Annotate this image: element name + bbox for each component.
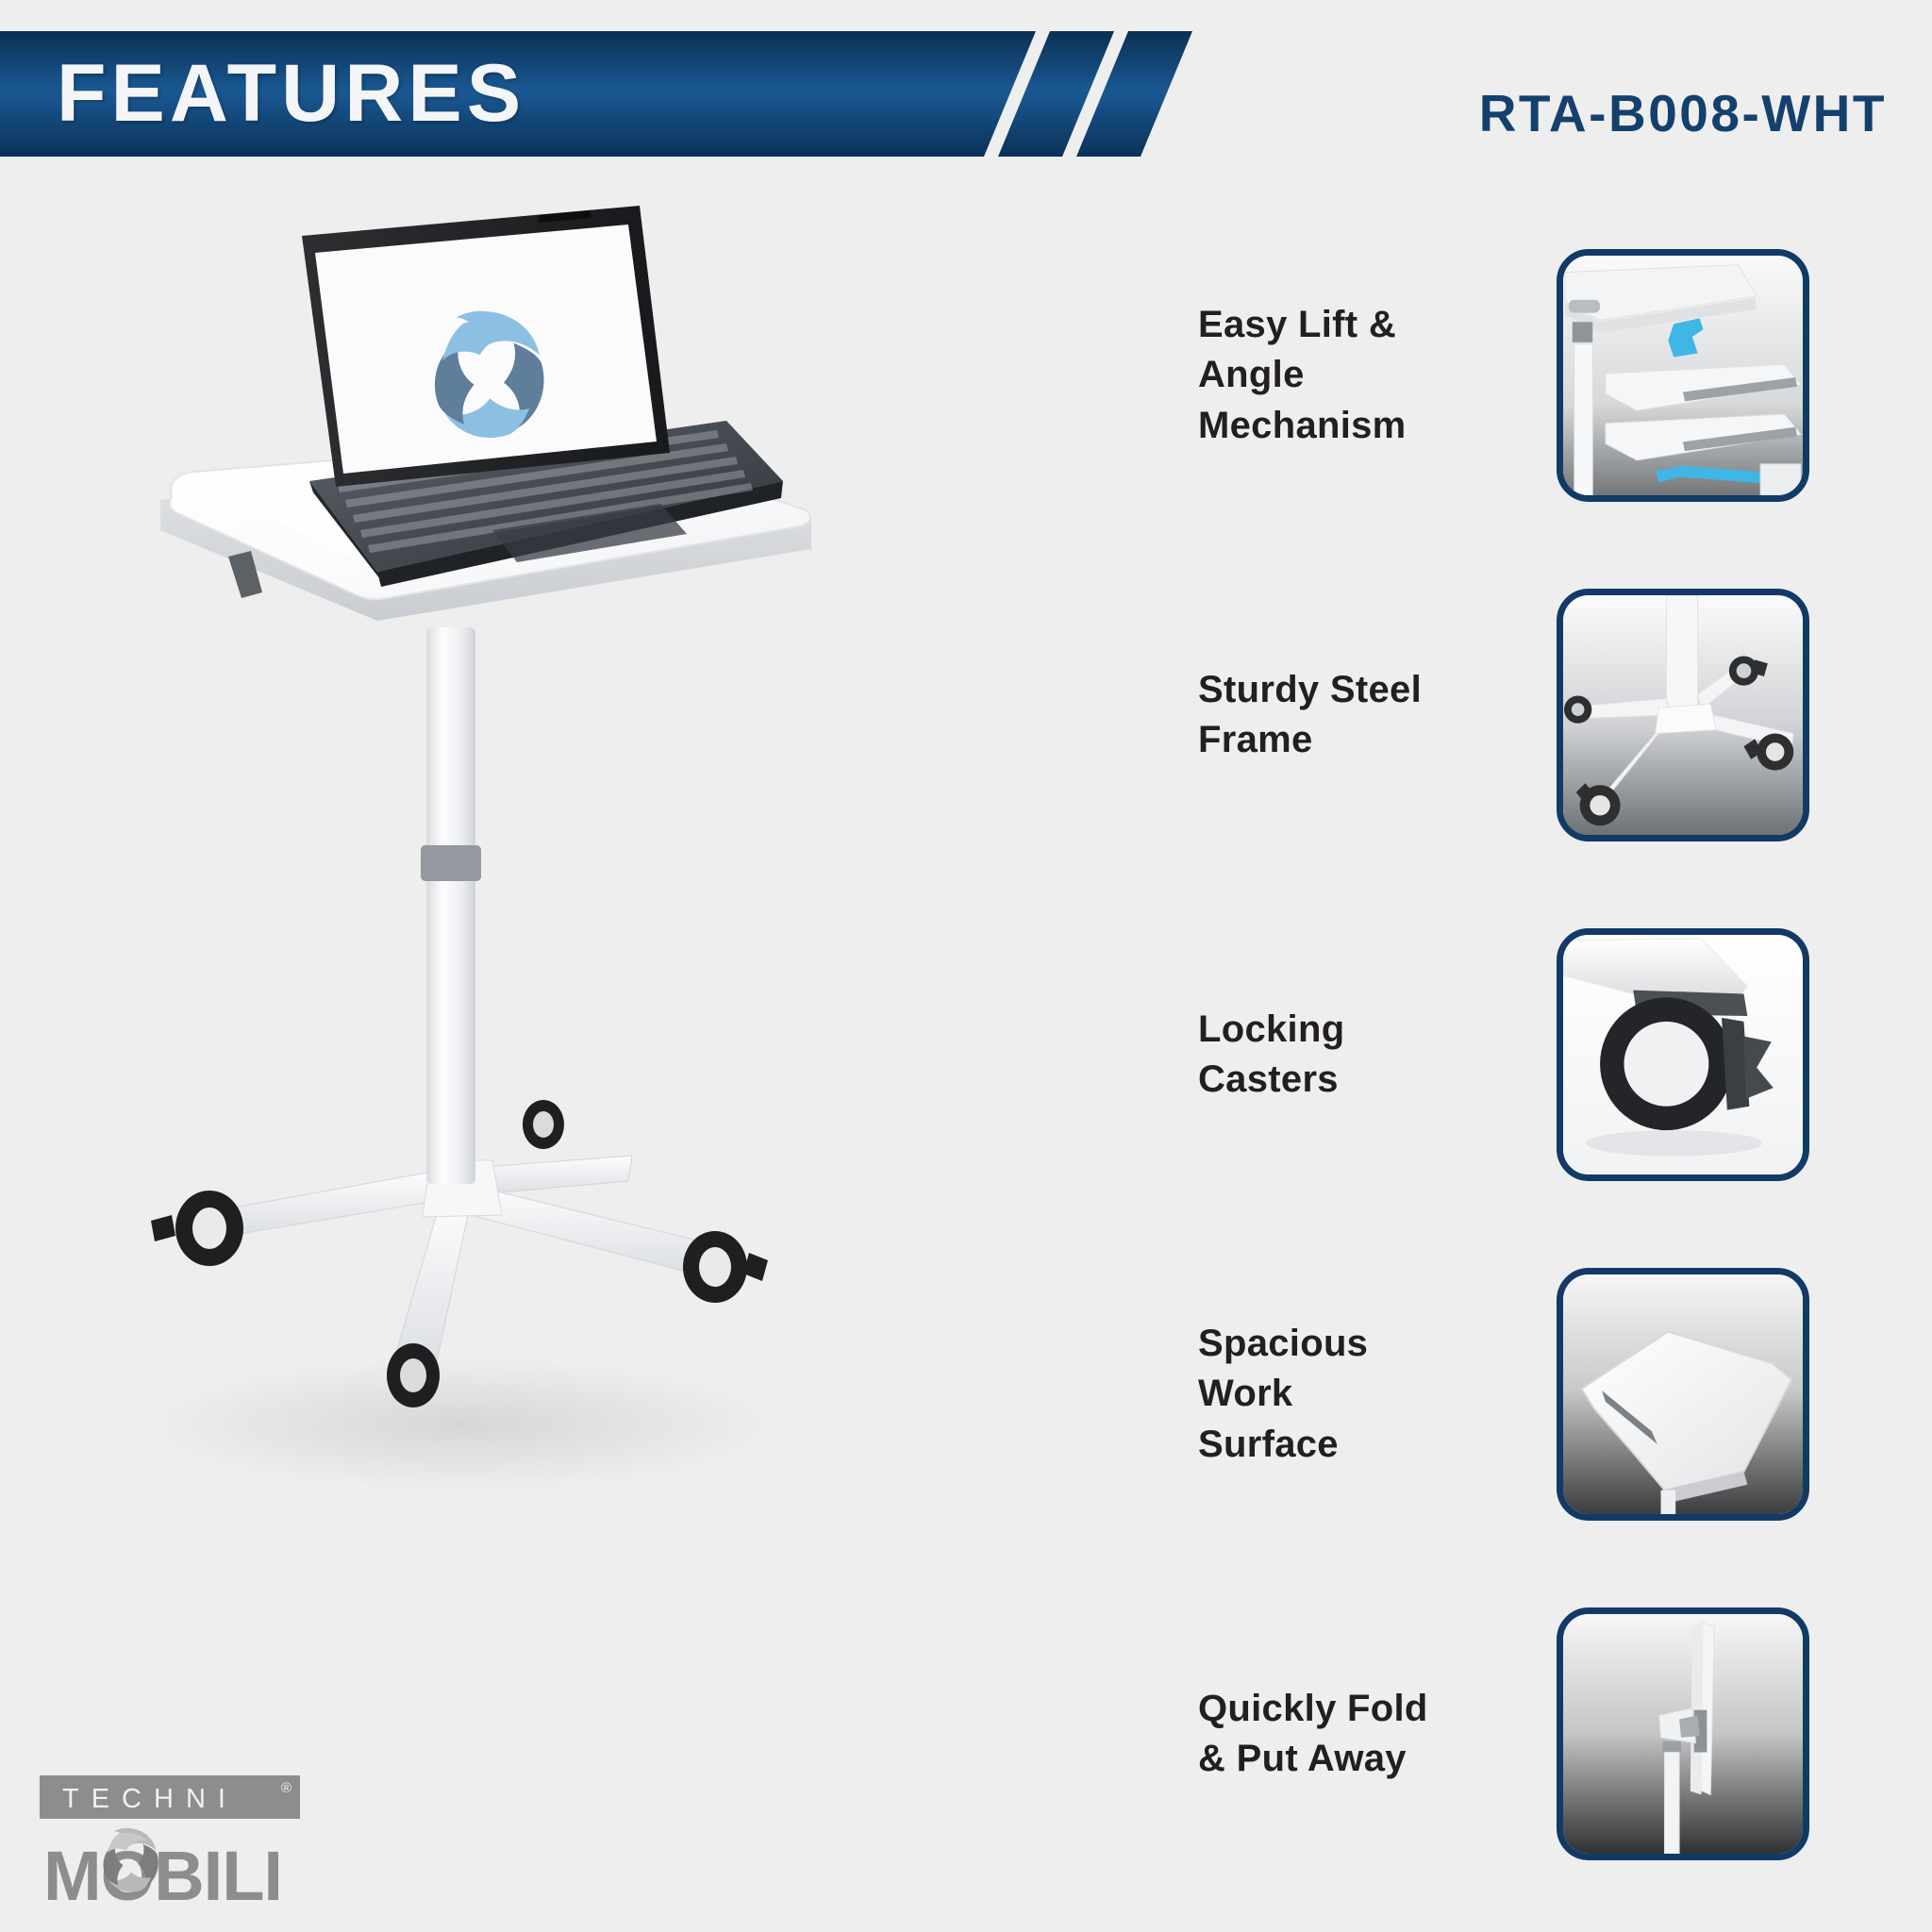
feature-label-easy-lift: Easy Lift & Angle Mechanism bbox=[1198, 304, 1407, 446]
feature-list: Easy Lift & Angle Mechanism bbox=[1198, 206, 1904, 1904]
logo-registered-mark: ® bbox=[281, 1780, 291, 1796]
feature-label-quickly-fold: Quickly Fold & Put Away bbox=[1198, 1687, 1428, 1779]
work-surface-thumb-art bbox=[1563, 1274, 1803, 1514]
feature-label-sturdy-frame: Sturdy Steel Frame bbox=[1198, 668, 1422, 760]
feature-label-locking-casters: Locking Casters bbox=[1198, 1008, 1345, 1100]
quickly-fold-put-away-thumbnail[interactable] bbox=[1557, 1607, 1809, 1860]
easy-lift-thumb-art bbox=[1563, 256, 1803, 495]
logo-mobili-text: MOBILI bbox=[43, 1837, 282, 1911]
logo-techni-text: TECHNI bbox=[62, 1784, 238, 1814]
locking-casters-thumb-art bbox=[1563, 935, 1803, 1174]
laptop bbox=[302, 206, 783, 587]
easy-lift-angle-mechanism-thumbnail[interactable] bbox=[1557, 249, 1809, 502]
techni-mobili-logo: TECHNI ® MOBILI bbox=[40, 1770, 341, 1915]
locking-casters-thumbnail[interactable] bbox=[1557, 928, 1809, 1181]
screen-aperture-logo bbox=[434, 310, 544, 438]
model-code: RTA-B008-WHT bbox=[1478, 84, 1887, 142]
feature-item-quickly-fold: Quickly Fold & Put Away bbox=[1198, 1564, 1904, 1904]
caster-wheels bbox=[151, 1100, 768, 1407]
spacious-work-surface-thumbnail[interactable] bbox=[1557, 1268, 1809, 1521]
desk-column bbox=[421, 627, 481, 1184]
feature-item-work-surface: Spacious Work Surface bbox=[1198, 1224, 1904, 1564]
features-banner bbox=[0, 31, 1193, 157]
product-hero-image bbox=[66, 198, 896, 1726]
feature-item-easy-lift: Easy Lift & Angle Mechanism bbox=[1198, 206, 1904, 545]
mobile-desk-illustration bbox=[151, 206, 811, 1491]
logo-art: TECHNI ® MOBILI bbox=[40, 1775, 300, 1915]
sturdy-frame-thumb-art bbox=[1563, 595, 1803, 835]
feature-item-sturdy-frame: Sturdy Steel Frame bbox=[1198, 545, 1904, 885]
logo-aperture-icon bbox=[103, 1827, 158, 1892]
tilt-lever bbox=[228, 551, 262, 598]
feature-label-work-surface: Spacious Work Surface bbox=[1198, 1323, 1369, 1465]
logo-techni-box bbox=[40, 1775, 300, 1819]
banner-shape bbox=[0, 31, 1192, 157]
feature-item-locking-casters: Locking Casters bbox=[1198, 885, 1904, 1224]
sturdy-steel-frame-thumbnail[interactable] bbox=[1557, 589, 1809, 841]
desk-base bbox=[207, 1155, 718, 1367]
quickly-fold-thumb-art bbox=[1563, 1614, 1803, 1854]
